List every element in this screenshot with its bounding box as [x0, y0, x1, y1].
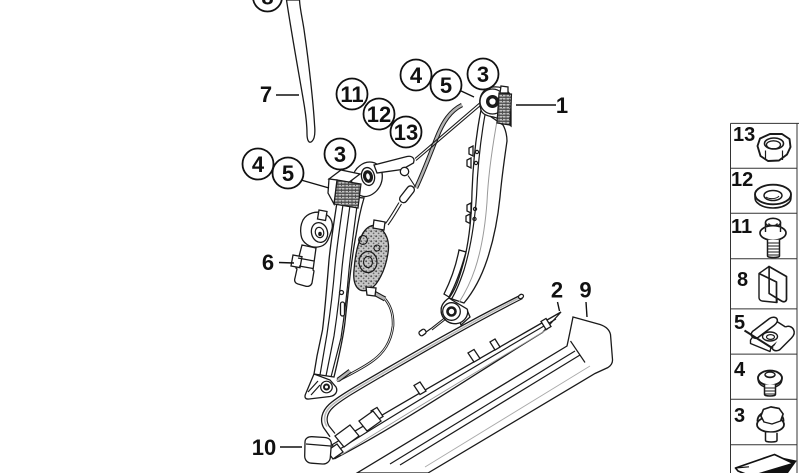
svg-text:11: 11 [731, 216, 752, 238]
svg-text:9: 9 [579, 278, 591, 303]
svg-text:1: 1 [556, 93, 568, 118]
svg-text:2: 2 [551, 278, 563, 303]
svg-text:13: 13 [733, 124, 755, 146]
svg-text:3: 3 [734, 405, 745, 427]
svg-text:4: 4 [734, 359, 746, 381]
svg-text:5: 5 [282, 161, 294, 186]
svg-text:5: 5 [734, 312, 745, 334]
svg-text:4: 4 [252, 152, 265, 177]
svg-text:13: 13 [394, 120, 418, 145]
svg-text:8: 8 [737, 269, 748, 291]
svg-text:4: 4 [410, 63, 423, 88]
svg-text:12: 12 [731, 169, 753, 191]
svg-text:8: 8 [261, 0, 273, 10]
svg-text:12: 12 [367, 102, 391, 127]
svg-text:6: 6 [262, 250, 274, 275]
svg-text:3: 3 [477, 62, 489, 87]
svg-text:7: 7 [260, 82, 272, 107]
svg-text:3: 3 [334, 142, 346, 167]
svg-text:11: 11 [340, 82, 363, 107]
svg-text:10: 10 [252, 435, 276, 460]
svg-text:5: 5 [440, 73, 452, 98]
